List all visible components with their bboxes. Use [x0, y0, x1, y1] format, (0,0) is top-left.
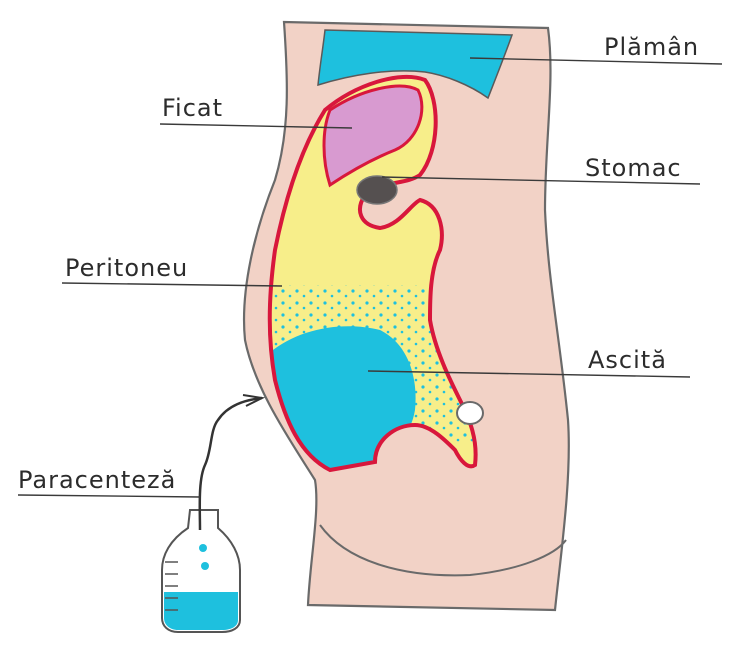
- liver-shape: [322, 84, 424, 188]
- pelvis-curve: [319, 524, 567, 577]
- label-lung: Plămân: [604, 33, 699, 61]
- leader-lung: [469, 57, 723, 65]
- label-paracentesis: Paracenteză: [18, 466, 176, 494]
- label-liver: Ficat: [162, 94, 223, 122]
- lung-shape: [317, 29, 514, 100]
- leader-liver: [159, 123, 353, 129]
- collection-bottle: [161, 509, 241, 633]
- bowel-loop: [456, 401, 484, 425]
- label-ascites: Ascită: [588, 346, 667, 374]
- tube-arrow: [242, 394, 266, 407]
- leader-stomach: [381, 176, 701, 185]
- leader-ascites: [367, 370, 691, 378]
- label-peritoneum: Peritoneu: [65, 254, 188, 282]
- leader-peritoneum: [61, 282, 283, 287]
- ascites-fluid: [269, 326, 416, 470]
- peritoneum-outline: [267, 74, 478, 473]
- paracentesis-tube: [198, 396, 263, 531]
- stomach-shape: [356, 175, 398, 205]
- label-stomach: Stomac: [585, 154, 682, 182]
- leader-paracentesis: [17, 494, 201, 498]
